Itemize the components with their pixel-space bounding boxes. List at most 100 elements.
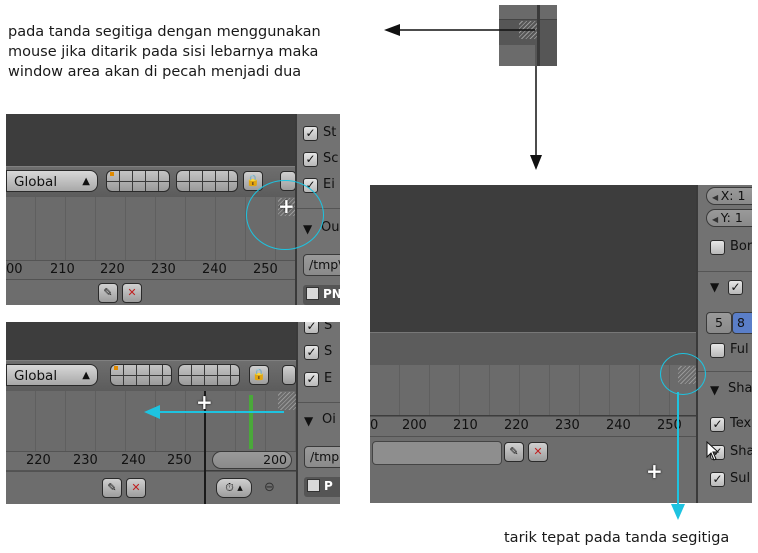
keying-set-dropdown[interactable]: Global ▲ (6, 364, 98, 386)
drag-down-arrow (671, 392, 685, 520)
dropdown-label: Global (14, 174, 58, 190)
image-icon (307, 479, 320, 492)
arrow-down-head (530, 155, 542, 170)
highlight-circle (660, 353, 706, 395)
collapse-triangle-icon[interactable]: ▼ (710, 280, 720, 294)
section-title: Sha (728, 381, 752, 396)
checkbox-label: Bor (730, 239, 752, 254)
button-label: P (324, 479, 333, 493)
checkbox[interactable]: ✓ (304, 345, 319, 360)
3d-viewport[interactable] (370, 185, 696, 332)
checkbox[interactable]: ✓ (303, 152, 318, 167)
ruler-label: 230 (73, 453, 98, 468)
left-arrow-icon: ◀ (712, 215, 721, 224)
coord-y-field[interactable]: ◀ Y: 1 (706, 209, 752, 227)
layer-grid-2[interactable] (176, 170, 238, 192)
clock-icon[interactable]: ⏱ ▴ (216, 478, 252, 498)
checkbox-label: Sc (323, 151, 339, 166)
ruler-label: 250 (167, 453, 192, 468)
image-format-button[interactable]: P (304, 477, 340, 497)
checkbox[interactable]: ✓ (710, 417, 725, 432)
checkbox[interactable]: ✓ (303, 126, 318, 141)
drag-arrow (144, 405, 284, 419)
ruler-label: 240 (606, 418, 631, 433)
updown-icon: ▲ (82, 370, 90, 381)
layer-grid-2[interactable] (178, 364, 240, 386)
ruler-label: 220 (504, 418, 529, 433)
ruler-label: 230 (555, 418, 580, 433)
collapse-triangle-icon[interactable]: ▼ (304, 414, 314, 428)
dropdown-label: Global (14, 368, 58, 384)
ruler-label: 200 (402, 418, 427, 433)
section-title: Ou (321, 220, 340, 235)
layer-grid-1[interactable] (106, 170, 170, 192)
caption-line-3: window area akan di pecah menjadi dua (8, 64, 302, 80)
panel-top-left: Global▲ 🔒 00 210 220 230 240 250 ✎ ✕ + ✓… (6, 114, 340, 305)
bottom-bar: ✎ ✕ (6, 471, 204, 504)
output-path-field[interactable]: /tmp\ (303, 254, 340, 276)
eyedropper-cancel-icon[interactable]: ✕ (126, 478, 146, 498)
eyedropper-icon[interactable]: ✎ (504, 442, 524, 462)
move-cursor-icon: + (196, 390, 213, 414)
mouse-pointer-icon (706, 441, 720, 461)
bottom-bar: ✎ ✕ (370, 436, 696, 503)
active-layer-dot (110, 172, 114, 176)
keying-set-dropdown[interactable]: Global ▲ (6, 170, 98, 192)
eyedropper-cancel-icon[interactable]: ✕ (122, 283, 142, 303)
corner-triangle[interactable] (278, 392, 296, 410)
checkbox[interactable]: ✓ (304, 322, 319, 334)
eyedropper-icon[interactable]: ✎ (102, 478, 122, 498)
eyedropper-cancel-icon[interactable]: ✕ (528, 442, 548, 462)
lock-icon[interactable]: 🔒 (249, 365, 269, 385)
checkbox[interactable]: ✓ (728, 280, 743, 295)
cursor-button[interactable] (282, 365, 296, 385)
search-field[interactable] (372, 441, 502, 465)
ruler-label: 220 (26, 453, 51, 468)
ruler-label: 0 (370, 418, 379, 433)
properties-sidebar: ✓ S ✓ S ✓ E ▼ Oi /tmp P (296, 322, 340, 504)
active-layer-dot (114, 366, 118, 370)
timeline-area[interactable] (6, 391, 206, 451)
layer-grid-1[interactable] (110, 364, 172, 386)
checkbox[interactable]: ✓ (710, 472, 725, 487)
updown-icon: ▲ (82, 176, 90, 187)
checkbox-label: Ful (730, 342, 749, 357)
timeline-header: Global ▲ 🔒 (6, 360, 296, 392)
properties-sidebar: ◀ X: 1 ◀ Y: 1 Bor ▼ ✓ 5 8 Ful ▼ Sha ✓ Te… (696, 185, 752, 503)
checkbox[interactable] (710, 240, 725, 255)
checkbox[interactable] (710, 343, 725, 358)
checkbox-label: S (324, 344, 333, 359)
resolution-value: 8 (737, 315, 745, 330)
resolution-field-1[interactable]: 5 (706, 312, 732, 334)
timeline-header: Global ▲ 🔒 (6, 166, 296, 198)
caption-bottom: tarik tepat pada tanda segitiga (504, 530, 730, 546)
ruler-label: 210 (50, 262, 75, 277)
lock-icon[interactable]: 🔒 (243, 171, 263, 191)
eyedropper-icon[interactable]: ✎ (98, 283, 118, 303)
arrow-left-head (384, 24, 400, 36)
caption-line-2: mouse jika ditarik pada sisi lebarnya ma… (8, 44, 319, 60)
image-format-button[interactable]: PN (303, 285, 340, 305)
collapse-triangle-icon[interactable]: ▼ (710, 383, 720, 397)
ruler-label: 230 (151, 262, 176, 277)
output-path-field[interactable]: /tmp (304, 446, 340, 468)
coord-x-field[interactable]: ◀ X: 1 (706, 187, 752, 205)
timeline-area[interactable] (370, 365, 696, 415)
frame-value-field[interactable]: 200 (212, 451, 292, 469)
checkbox-label: Sul (730, 471, 751, 486)
move-cursor-icon: + (646, 459, 663, 483)
checkbox-label: Tex (730, 416, 752, 431)
resolution-value: 5 (715, 315, 723, 330)
checkbox[interactable]: ✓ (304, 372, 319, 387)
panel-right: 0 200 210 220 230 240 250 ✎ ✕ ◀ X: 1 ◀ Y… (370, 185, 752, 503)
checkbox-label: E (324, 371, 333, 386)
split-divider[interactable] (204, 391, 206, 504)
checkbox-label: Sha (730, 444, 752, 459)
caption-line-1: pada tanda segitiga dengan menggunakan (8, 24, 321, 40)
dot-icon: ⊖ (264, 480, 275, 495)
checkbox-label: St (323, 125, 337, 140)
coord-x-text: X: 1 (720, 188, 746, 203)
resolution-field-2[interactable]: 8 (732, 312, 752, 334)
section-title: Oi (322, 412, 336, 427)
